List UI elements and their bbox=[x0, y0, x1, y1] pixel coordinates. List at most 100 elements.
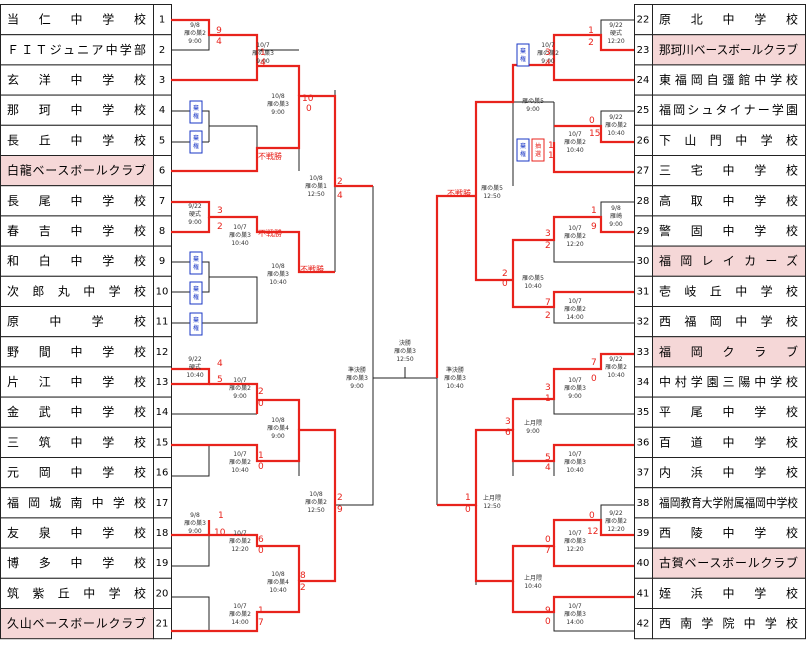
bye-label: 棄権 bbox=[193, 255, 199, 271]
winner-line bbox=[552, 142, 634, 174]
winner-line bbox=[435, 194, 476, 378]
match-info-label: 9:00 bbox=[256, 58, 270, 65]
team-number: 23 bbox=[637, 45, 650, 56]
match-info-label: 12:20 bbox=[566, 546, 583, 553]
score-label: 0 bbox=[502, 279, 508, 289]
team-number: 9 bbox=[159, 256, 165, 267]
team-number: 38 bbox=[637, 498, 650, 509]
score-label: 6 bbox=[505, 428, 511, 438]
team-name-cell bbox=[0, 245, 154, 277]
team-name: 博多中学校 bbox=[7, 555, 146, 570]
match-info-label: 9:00 bbox=[271, 433, 285, 440]
team-number: 2 bbox=[159, 45, 165, 56]
winner-path bbox=[171, 18, 634, 633]
match-info-label: 10:40 bbox=[566, 147, 583, 154]
team-name: 友泉中学校 bbox=[7, 525, 146, 540]
score-label: 4 bbox=[545, 463, 551, 473]
team-name: 福岡教育大学附属福岡中学校 bbox=[659, 495, 798, 510]
team-name-cell bbox=[0, 457, 154, 489]
team-number: 4 bbox=[159, 105, 165, 116]
team-name-cell bbox=[652, 577, 806, 609]
team-name-cell bbox=[0, 577, 154, 609]
match-info-label: 雁崎 bbox=[610, 212, 622, 220]
bye-badge: 棄権 bbox=[189, 281, 203, 305]
team-number: 36 bbox=[637, 437, 650, 448]
bye-badge: 棄権 bbox=[189, 100, 203, 124]
match-info-label: 雁の巣2 bbox=[605, 121, 627, 129]
team-name-cell bbox=[652, 366, 806, 398]
match-info-label: 雁の巣2 bbox=[564, 138, 586, 146]
score-label: 4 bbox=[216, 37, 222, 47]
match-info-label: 10/8 bbox=[271, 417, 285, 424]
team-name-cell bbox=[652, 396, 806, 428]
score-label: 1 bbox=[465, 493, 471, 503]
bye-label: 棄権 bbox=[193, 104, 199, 120]
match-info-label: 雁の巣2 bbox=[229, 537, 251, 545]
match-info-label: 10:40 bbox=[269, 279, 286, 286]
score-label: 1 bbox=[588, 26, 594, 36]
team-number: 21 bbox=[156, 619, 169, 630]
team-number: 41 bbox=[637, 588, 650, 599]
match-info-label: 12:50 bbox=[307, 191, 324, 198]
score-label: 2 bbox=[337, 177, 343, 187]
team-name: 福岡クラブ bbox=[659, 344, 798, 359]
winner-line bbox=[171, 217, 211, 234]
score-label: 0 bbox=[258, 399, 264, 409]
match-info-label: 雁の巣3 bbox=[229, 231, 251, 239]
match-info-label: 9:00 bbox=[188, 528, 202, 535]
team-name: 金武中学校 bbox=[7, 404, 146, 419]
lottery-badge: 抽選 bbox=[531, 138, 545, 162]
match-info-label: 10/8 bbox=[271, 93, 285, 100]
score-label: 1 bbox=[591, 206, 597, 216]
forfeit-label: 不戦勝 bbox=[258, 228, 282, 238]
winner-line bbox=[257, 64, 301, 96]
team-name: 姪浜中学校 bbox=[659, 585, 798, 600]
match-info-label: 雁の巣5 bbox=[522, 97, 544, 105]
team-name-cell bbox=[0, 275, 154, 307]
match-info-label: 10:40 bbox=[566, 467, 583, 474]
team-row: 姪浜中学校 41 bbox=[634, 577, 806, 609]
team-name: 玄洋中学校 bbox=[7, 72, 146, 87]
winner-line bbox=[171, 18, 259, 82]
score-label: 10 bbox=[302, 94, 314, 104]
match-info-label: 14:00 bbox=[231, 619, 248, 626]
score-label: 1 bbox=[258, 451, 264, 461]
team-number: 29 bbox=[637, 226, 650, 237]
team-number: 32 bbox=[637, 317, 650, 328]
match-info-label: 雁の巣3 bbox=[346, 374, 368, 382]
winner-line bbox=[209, 382, 259, 414]
match-info-label: 雁の巣2 bbox=[229, 610, 251, 618]
match-info-label: 10/8 bbox=[271, 263, 285, 270]
team-number: 5 bbox=[159, 135, 165, 146]
winner-line bbox=[511, 352, 634, 430]
match-info-label: 雁の巣3 bbox=[252, 49, 274, 57]
team-name-cell bbox=[652, 275, 806, 307]
team-name-cell bbox=[0, 426, 154, 458]
team-row: 福岡教育大学附属福岡中学校 38 bbox=[634, 487, 806, 519]
winner-line bbox=[257, 398, 301, 430]
team-number: 37 bbox=[637, 468, 650, 479]
match-info-label: 12:20 bbox=[566, 241, 583, 248]
match-info-label: 12:50 bbox=[483, 193, 500, 200]
match-info-label: 10:40 bbox=[607, 372, 624, 379]
match-info-label: 12:50 bbox=[396, 356, 413, 363]
match-info-label: 雁の巣4 bbox=[267, 424, 289, 432]
team-number: 31 bbox=[637, 286, 650, 297]
team-number-cell bbox=[634, 608, 653, 640]
match-info-label: 9/22 bbox=[609, 356, 623, 363]
match-info-label: 雁の巣3 bbox=[564, 384, 586, 392]
match-info-label: 10/7 bbox=[568, 377, 582, 384]
match-info-label: 9:00 bbox=[350, 383, 364, 390]
team-name-cell bbox=[0, 306, 154, 338]
